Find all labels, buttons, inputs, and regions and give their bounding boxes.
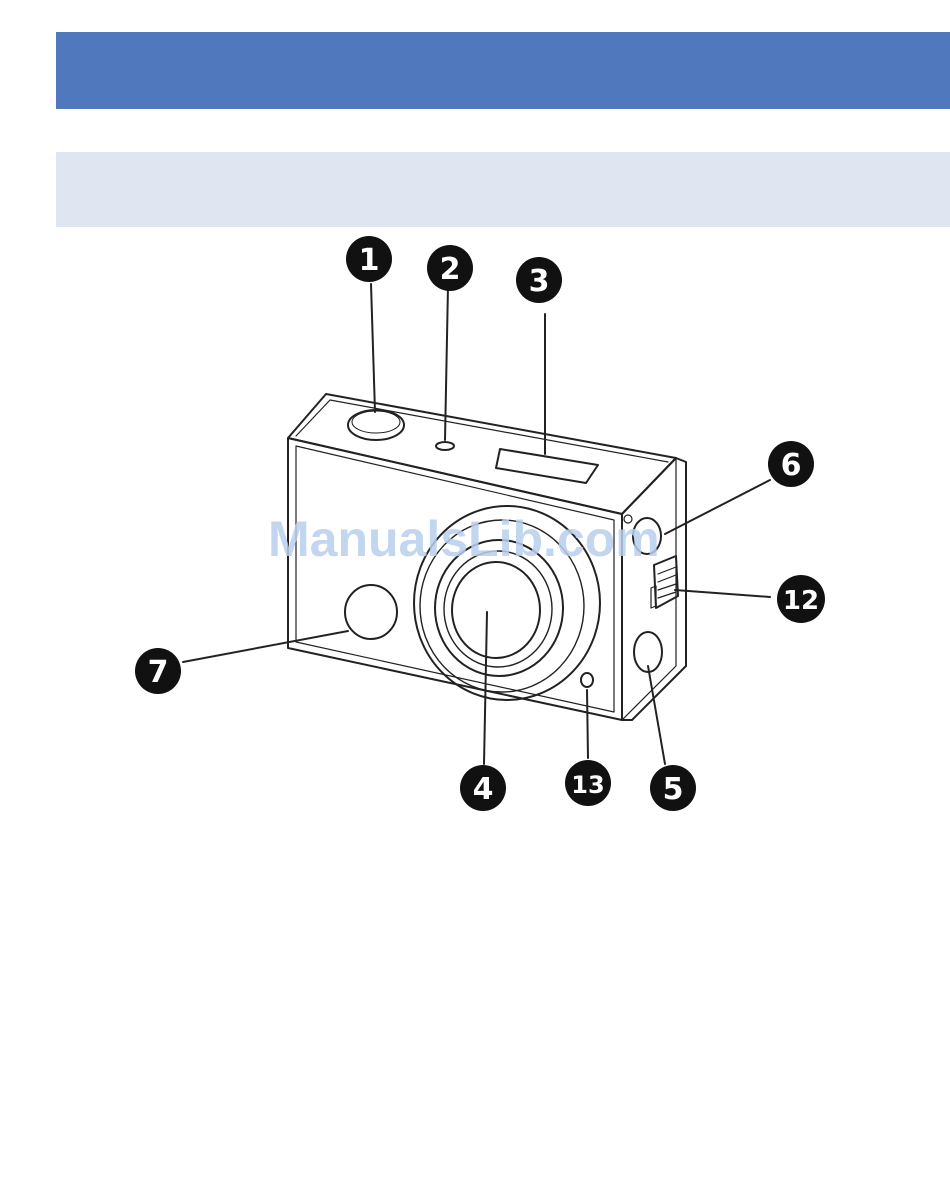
callout-1: 1: [346, 236, 392, 282]
callout-7: 7: [135, 648, 181, 694]
callout-2: 2: [427, 245, 473, 291]
callout-3: 3: [516, 257, 562, 303]
callout-6: 6: [768, 441, 814, 487]
callout-4: 4: [460, 765, 506, 811]
watermark: ManualsLib.com: [268, 510, 698, 568]
camera-top-face: [288, 394, 676, 514]
svg-text:2: 2: [440, 252, 461, 287]
svg-text:3: 3: [529, 264, 550, 299]
lens-glass: [452, 562, 540, 658]
status-screen: [496, 449, 598, 483]
svg-text:7: 7: [148, 655, 169, 690]
svg-text:1: 1: [359, 243, 380, 278]
svg-text:5: 5: [663, 772, 684, 807]
callout-13: 13: [565, 760, 611, 806]
indicator-light: [436, 442, 454, 450]
callout-5: 5: [650, 765, 696, 811]
svg-text:4: 4: [473, 772, 494, 807]
svg-text:12: 12: [783, 586, 819, 616]
callout-12: 12: [777, 575, 825, 623]
front-button: [345, 585, 397, 639]
svg-text:6: 6: [781, 448, 802, 483]
svg-text:13: 13: [571, 771, 604, 799]
shutter-button: [348, 410, 404, 440]
microphone-hole: [581, 673, 593, 687]
